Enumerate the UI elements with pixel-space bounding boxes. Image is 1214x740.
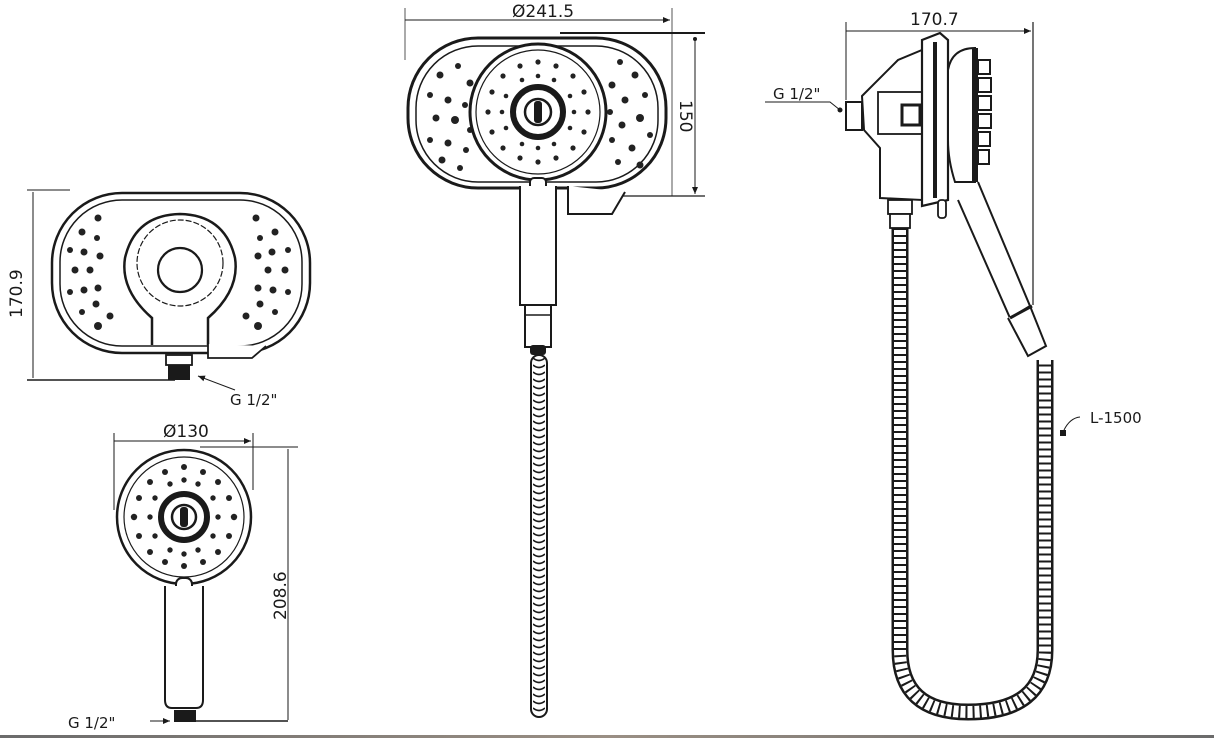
handheld-inlet-label: G 1/2"	[68, 714, 115, 732]
dim-handheld-height: 208.6	[271, 571, 291, 620]
side-view-combo: 170.7 G 1/2"	[765, 10, 1142, 721]
dim-side-depth: 170.7	[910, 10, 959, 30]
dim-front-width: Ø241.5	[512, 2, 574, 22]
front-view-handheld: Ø130 208.6 G 1/2"	[68, 422, 298, 732]
bottom-rule	[0, 735, 1214, 738]
side-inlet-label: G 1/2"	[773, 85, 820, 103]
spray-nozzles-right	[607, 59, 653, 169]
dim-front-height: 150	[675, 100, 695, 132]
front-view-combo: Ø241.5 150	[404, 2, 705, 718]
fixed-inlet-label: G 1/2"	[230, 391, 277, 409]
dim-handheld-width: Ø130	[163, 422, 209, 442]
dim-fixed-height: 170.9	[7, 269, 27, 318]
front-view-fixed-head: 170.9 G 1/2"	[7, 189, 312, 409]
handheld-nozzles	[485, 59, 591, 165]
hose-length-label: L-1500	[1090, 409, 1142, 427]
